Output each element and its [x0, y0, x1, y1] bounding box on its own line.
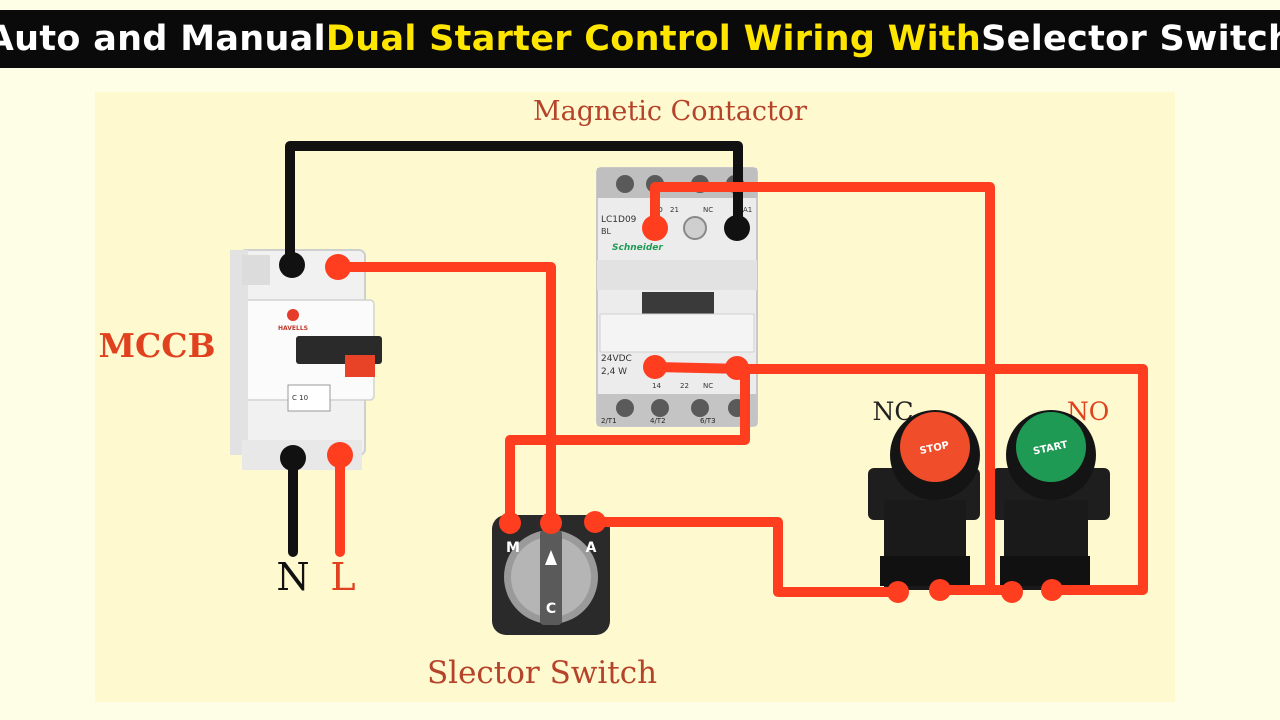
- terminal-selector-a: [584, 511, 606, 533]
- contactor-model-text: LC1D09: [601, 215, 637, 225]
- start-button-device: START: [992, 410, 1110, 590]
- selector-position-m: M: [506, 540, 520, 556]
- magnetic-contactor-device: LC1D09 BL NO 21 NC A1 Schneider 24VDC 2,…: [596, 167, 758, 427]
- terminal-contactor-aux-nc: [725, 356, 749, 380]
- title-part-1: Auto and Manual: [0, 19, 326, 59]
- contactor-coil-power: 2,4 W: [601, 367, 627, 377]
- selector-switch-device: M A C: [492, 515, 610, 635]
- stop-button: [900, 412, 970, 482]
- terminal-mccb-top-right: [325, 254, 351, 280]
- wire-selector-auto-to-stop: [590, 517, 903, 597]
- terminal-start-1: [1001, 581, 1023, 603]
- mccb-label: MCCB: [99, 326, 216, 365]
- terminal-mccb-top-left: [279, 252, 305, 278]
- mccb-rating-text: C 10: [292, 394, 308, 402]
- contactor-top-terminal-1: 21: [670, 206, 679, 214]
- contactor-aux-terminal-0: 14: [652, 382, 661, 390]
- terminal-selector-m: [499, 512, 521, 534]
- contactor-aux-terminal-1: 22: [680, 382, 689, 390]
- contactor-model-suffix-text: BL: [601, 227, 611, 236]
- selector-position-a: A: [586, 540, 597, 556]
- mccb-device: HAVELLS C 10: [230, 249, 382, 470]
- title-part-2: Dual Starter Control Wiring With: [325, 19, 982, 59]
- terminal-contactor-a1: [724, 215, 750, 241]
- contactor-brand-text: Schneider: [612, 243, 663, 253]
- terminal-stop-2: [929, 579, 951, 601]
- terminal-mccb-bottom-right: [327, 442, 353, 468]
- contactor-coil-voltage: 24VDC: [601, 354, 632, 364]
- neutral-label: N: [276, 555, 309, 599]
- wire-aux-hold: [650, 362, 1148, 595]
- line-label: L: [330, 555, 355, 599]
- mccb-brand-text: HAVELLS: [278, 325, 308, 332]
- contactor-bottom-terminal-0: 2/T1: [601, 417, 617, 425]
- terminal-start-2: [1041, 579, 1063, 601]
- contactor-aux-terminal-2: NC: [703, 382, 713, 390]
- contactor-top-terminal-3: A1: [743, 206, 752, 214]
- contactor-top-terminal-2: NC: [703, 206, 713, 214]
- contactor-bottom-terminal-1: 4/T2: [650, 417, 666, 425]
- magnetic-contactor-label: Magnetic Contactor: [533, 96, 807, 127]
- terminal-selector-c: [540, 512, 562, 534]
- stop-button-device: STOP: [868, 410, 980, 590]
- havells-logo-icon: [287, 309, 299, 321]
- contactor-bottom-terminal-2: 6/T3: [700, 417, 716, 425]
- selector-switch-label: Slector Switch: [427, 655, 657, 691]
- start-button: [1016, 412, 1086, 482]
- title-part-3: Selector Switch: [981, 19, 1280, 59]
- terminal-mccb-bottom-left: [280, 445, 306, 471]
- terminal-contactor-no: [642, 215, 668, 241]
- terminal-contactor-aux-14: [643, 355, 667, 379]
- terminal-stop-1: [887, 581, 909, 603]
- selector-position-c: C: [546, 601, 556, 617]
- terminal-dots: [279, 215, 1063, 603]
- selector-knob: [540, 530, 562, 625]
- title-bar: Auto and Manual Dual Starter Control Wir…: [0, 10, 1280, 68]
